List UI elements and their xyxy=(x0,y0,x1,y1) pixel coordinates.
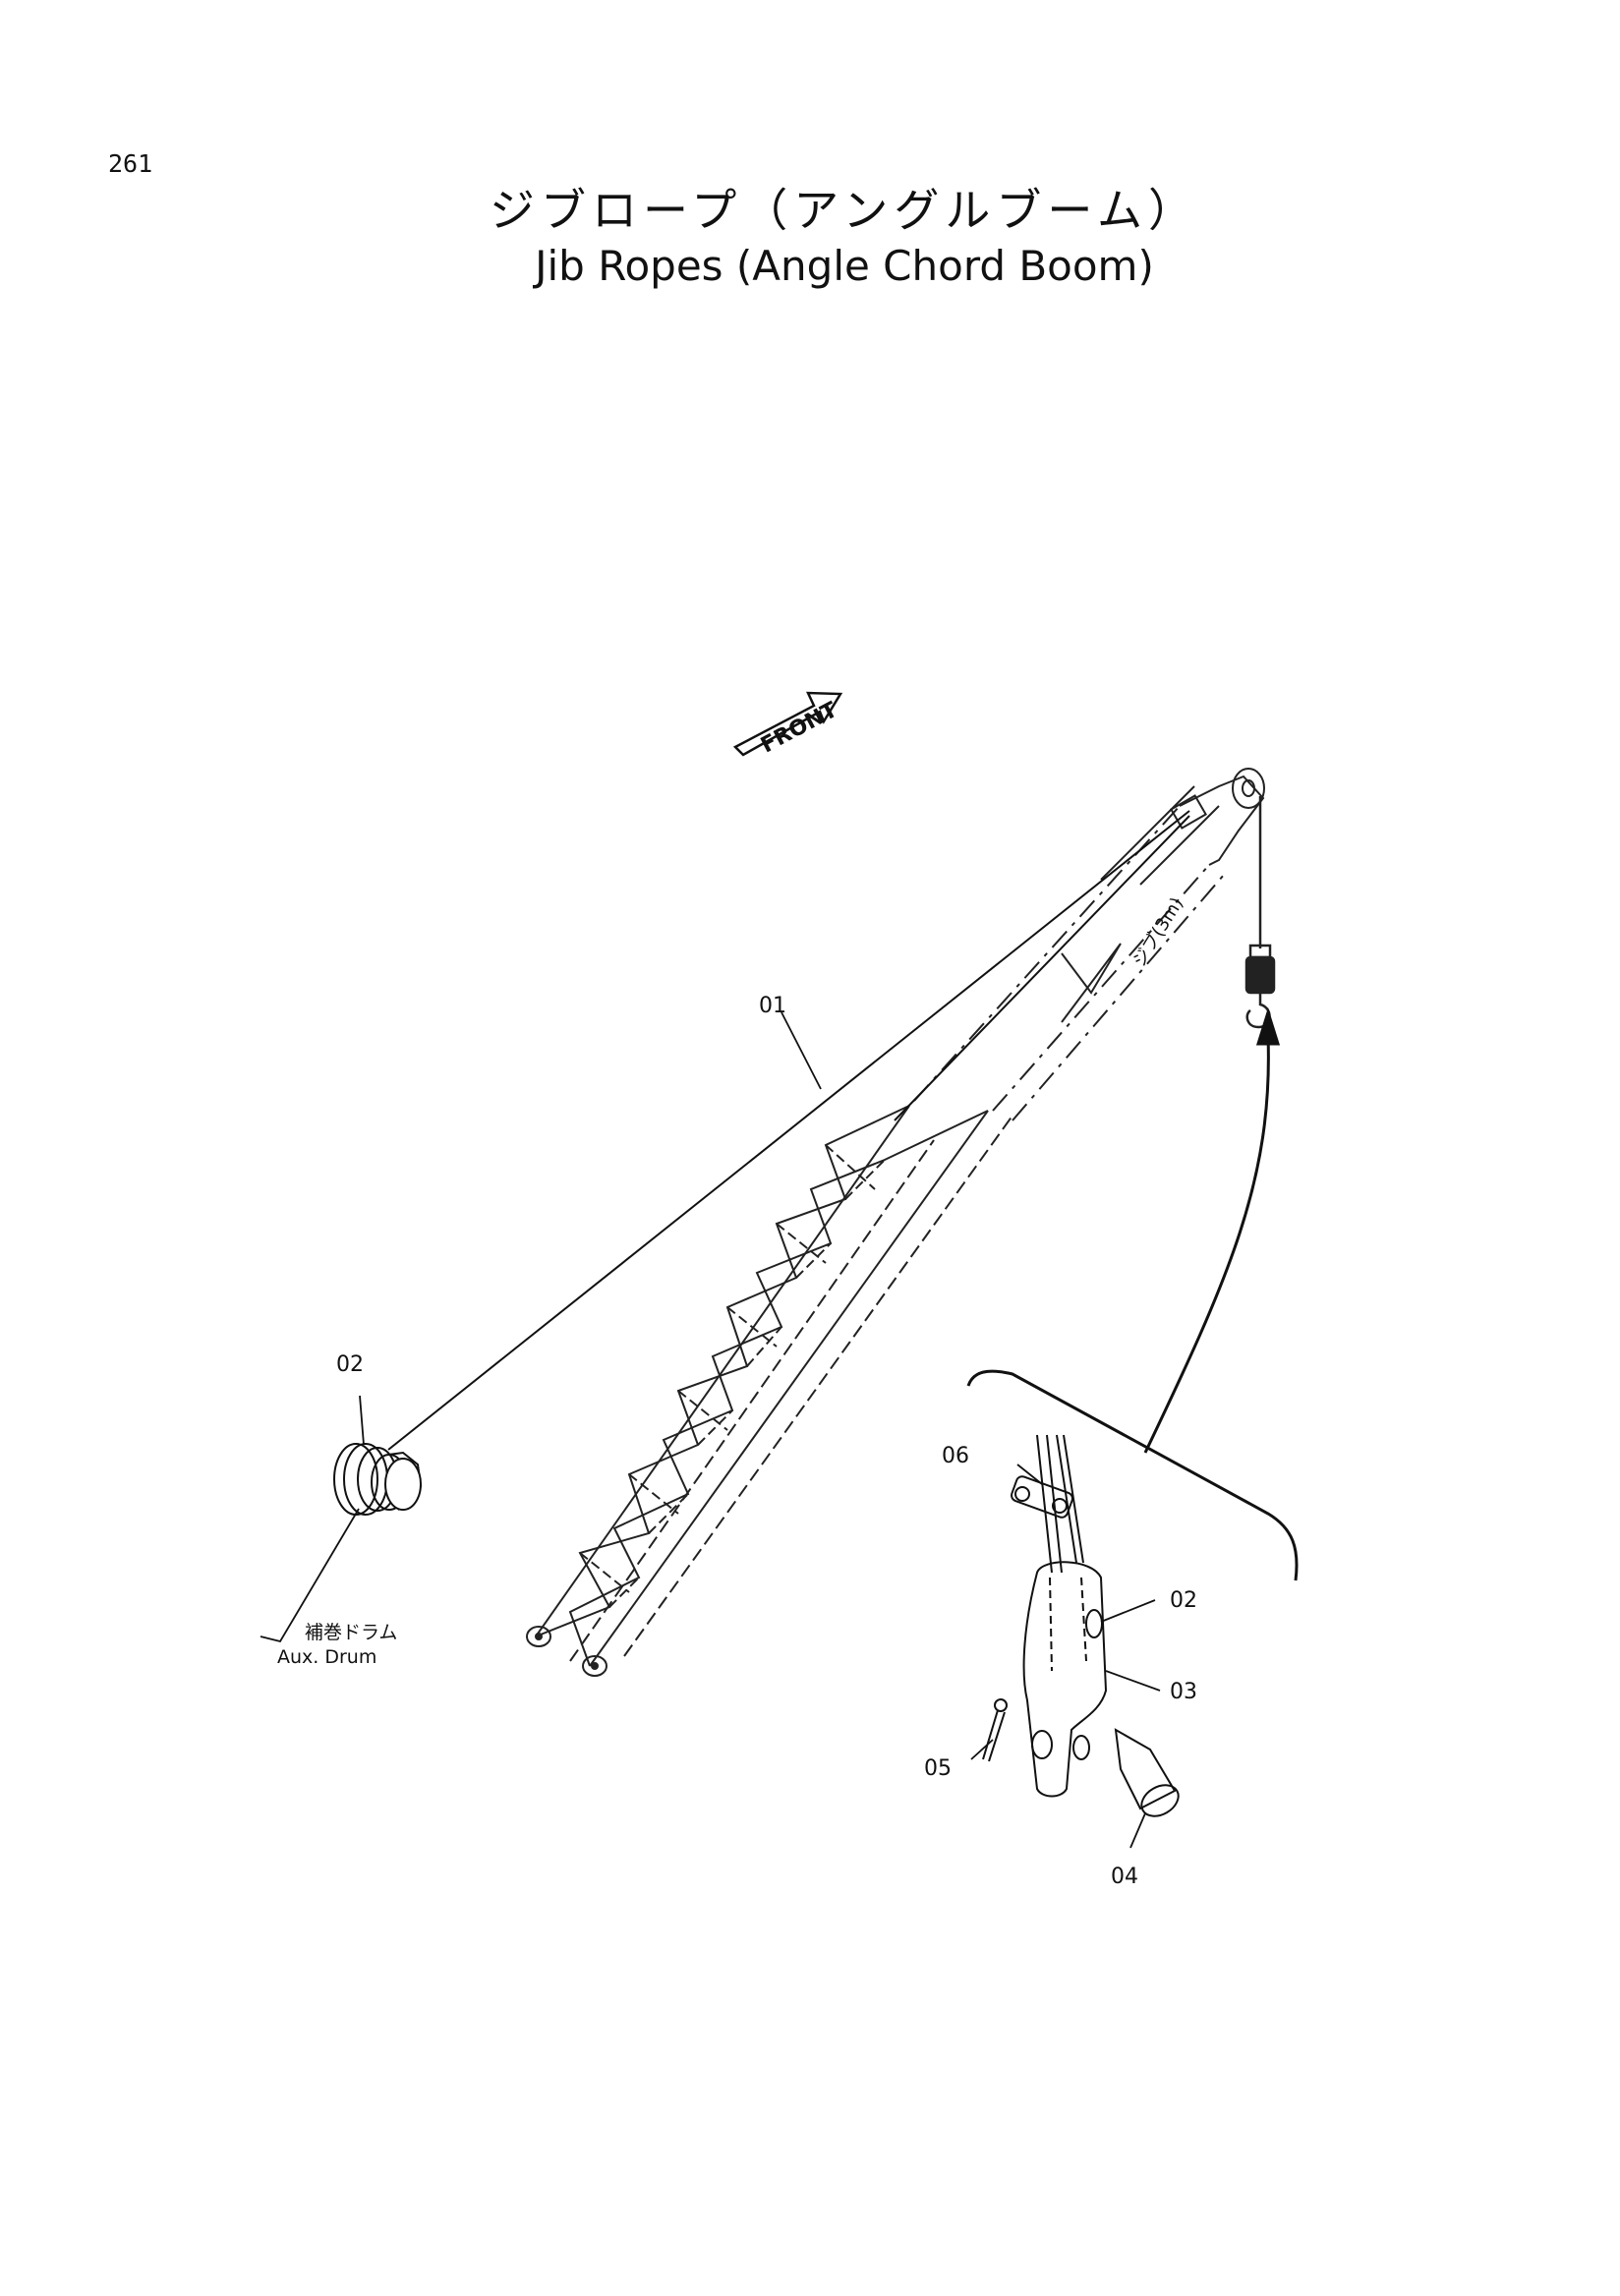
callout-02-pin: 02 xyxy=(1170,1588,1197,1613)
aux-drum xyxy=(333,1443,423,1516)
aux-drum-label-english: Aux. Drum xyxy=(277,1646,376,1668)
title-japanese: ジブロープ（アングルブーム） xyxy=(489,184,1200,237)
callout-01: 01 xyxy=(759,994,786,1018)
detail-pointer-arrow xyxy=(1143,1006,1281,1454)
hook-block xyxy=(1244,796,1276,1029)
callout-03: 03 xyxy=(1170,1680,1197,1704)
aux-drum-label-japanese: 補巻ドラム xyxy=(305,1622,397,1643)
callout-05: 05 xyxy=(924,1756,952,1781)
front-direction-arrow: FRONT xyxy=(732,691,843,759)
boom-stencil: ジブ(3m) xyxy=(1128,893,1188,971)
page-number: 261 xyxy=(108,149,153,178)
callout-06: 06 xyxy=(942,1444,969,1468)
detail-bracket xyxy=(966,1369,1299,1581)
rope-socket-detail xyxy=(982,1434,1180,1817)
jib-rope-01 xyxy=(387,810,1190,1451)
leader-lines xyxy=(260,1011,1161,1849)
callout-02-drum: 02 xyxy=(336,1352,364,1377)
boom-lattice xyxy=(526,768,1265,1677)
title-english: Jib Ropes (Angle Chord Boom) xyxy=(535,242,1154,290)
callout-04: 04 xyxy=(1111,1865,1138,1889)
